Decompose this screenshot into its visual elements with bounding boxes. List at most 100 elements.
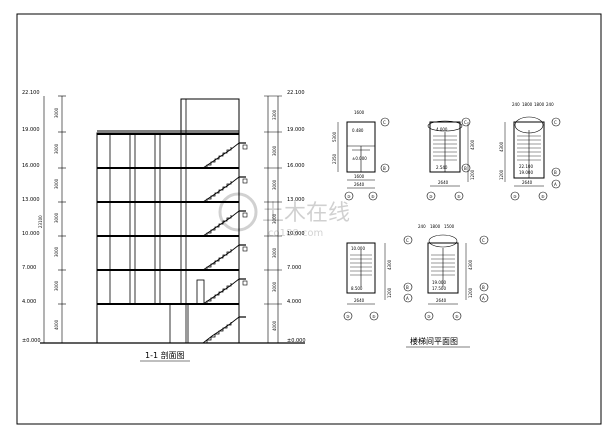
left-level-5: 10.000 [22, 231, 40, 237]
left-level-labels: 22.100 19.000 16.000 13.000 10.000 7.000… [22, 90, 41, 344]
left-level-3: 16.000 [22, 163, 40, 169]
plan-1-axis-c: C [383, 120, 386, 125]
plan-3-side-dim: 4300 [499, 141, 504, 152]
plan-3-side-dim2: 1200 [499, 169, 504, 180]
plan-5-dim-bottom: 2640 [436, 298, 447, 303]
right-dimension-chain [264, 95, 282, 344]
left-dim-7: 4000 [54, 319, 59, 330]
left-dim-1: 3000 [54, 107, 59, 118]
section-drawing [40, 98, 305, 344]
plan-3-axis-b: B [554, 170, 557, 175]
right-level-4: 13.000 [287, 197, 305, 203]
left-dim-6: 3000 [54, 280, 59, 291]
plan-3-dim-top-4: 240 [546, 102, 554, 107]
left-dim-2: 3000 [54, 143, 59, 154]
floor-slabs [97, 133, 239, 305]
plan-5-side-dim2: 1200 [468, 287, 473, 298]
watermark-sub: co188.com [268, 228, 323, 239]
left-dim-3: 3000 [54, 178, 59, 189]
right-level-2: 19.000 [287, 127, 305, 133]
plan-2-dim-bottom: 2640 [438, 180, 449, 185]
plan-5-axis-3: ③ [427, 314, 431, 319]
plan-3-dim-top-1: 240 [512, 102, 520, 107]
plan-4-axis-a: A [406, 296, 409, 301]
plan-2-axis-b: B [464, 166, 467, 171]
plan-3-axis-c: C [554, 120, 557, 125]
plan-1-level2: ±0.000 [352, 156, 367, 161]
plan-5-axis-a: A [482, 296, 485, 301]
right-dim-7: 4000 [272, 320, 277, 331]
plan-5-dim-top-1: 240 [418, 224, 426, 229]
plan-1-axis-5: ⑤ [371, 194, 375, 199]
plan-2-axis-c: C [464, 120, 467, 125]
plan-3-dim-bottom: 2640 [522, 180, 533, 185]
plan-1-dim-bottom2: 2640 [354, 182, 365, 187]
plan-2-axis-3: ③ [429, 194, 433, 199]
left-dim-4: 3000 [54, 212, 59, 223]
stair-plans: 0.480 ±0.000 5300 2350 1600 2640 1600 ③ … [332, 102, 561, 348]
plan-2-level2: 2.540 [436, 165, 448, 170]
plan-1: 0.480 ±0.000 5300 2350 1600 2640 1600 ③ … [332, 110, 390, 201]
right-dim-6: 3000 [272, 281, 277, 292]
plan-4-axis-c: C [406, 238, 409, 243]
plan-3-level: 22.100 [519, 164, 533, 169]
plan-5-level: 19.000 [432, 280, 446, 285]
plan-1-side-dim: 5300 [332, 131, 337, 142]
plan-2-level: 4.000 [436, 127, 448, 132]
left-total-dim: 23100 [38, 215, 43, 228]
left-level-2: 19.000 [22, 127, 40, 133]
watermark-text: 土木在线 [262, 201, 350, 226]
plan-1-dim-top: 1600 [354, 110, 365, 115]
left-level-1: 22.100 [22, 90, 40, 96]
plan-2: 4.000 2.540 4300 1200 2640 ③ ⑤ C B [426, 117, 475, 201]
left-level-6: 7.000 [22, 265, 36, 271]
plan-3-dim-top-3: 1800 [534, 102, 545, 107]
right-level-3: 16.000 [287, 163, 305, 169]
plan-5: 19.000 17.500 240 1800 1500 4300 1200 26… [418, 224, 489, 321]
plan-3-level2: 19.000 [519, 170, 533, 175]
plan-5-dim-top-3: 1500 [444, 224, 455, 229]
plan-4-level: 10.000 [351, 246, 365, 251]
plan-4-side-dim: 4300 [387, 259, 392, 270]
right-level-7: 4.000 [287, 299, 301, 305]
plan-1-axis-b: B [383, 166, 386, 171]
right-level-labels: 22.100 19.000 16.000 13.000 10.000 7.000… [287, 90, 306, 344]
plan-1-axis-3: ③ [347, 194, 351, 199]
left-level-8: ±0.000 [22, 338, 41, 344]
left-dim-5: 3000 [54, 246, 59, 257]
plan-4-dim-bottom: 2640 [354, 298, 365, 303]
plan-4-level2: 8.500 [351, 286, 363, 291]
plan-3-dim-top-2: 1800 [522, 102, 533, 107]
plan-1-dim-bottom: 1600 [354, 174, 365, 179]
plan-5-axis-5: ⑤ [455, 314, 459, 319]
plan-3-axis-5: ⑤ [541, 194, 545, 199]
plan-4: 10.000 8.500 4300 1200 2640 ③ ⑤ C B A [343, 235, 413, 321]
plan-1-level: 0.480 [352, 128, 364, 133]
left-dimension-chain [43, 95, 66, 344]
right-dim-3: 3000 [272, 179, 277, 190]
drawing-frame [16, 13, 602, 425]
plan-5-dim-top-2: 1800 [430, 224, 441, 229]
plan-1-side-dim2: 2350 [332, 153, 337, 164]
right-dim-2: 3000 [272, 145, 277, 156]
right-dimension-values: 3300 3000 3000 3000 3000 3000 4000 [272, 109, 277, 331]
plan-2-side-dim: 4300 [470, 139, 475, 150]
right-level-5: 10.000 [287, 231, 305, 237]
plan-3-axis-a: A [554, 182, 557, 187]
plan-3: 22.100 19.000 240 1800 1800 240 4300 120… [499, 102, 561, 201]
plan-5-axis-c: C [482, 238, 485, 243]
right-level-6: 7.000 [287, 265, 301, 271]
plan-4-axis-3: ③ [346, 314, 350, 319]
left-dimension-values: 3000 3000 3000 3000 3000 3000 4000 23100 [38, 107, 59, 330]
plan-5-side-dim: 4300 [468, 259, 473, 270]
section-title: 1-1 剖面图 [145, 350, 185, 360]
plan-5-level2: 17.500 [432, 286, 446, 291]
right-dim-1: 3300 [272, 109, 277, 120]
right-dim-5: 3000 [272, 247, 277, 258]
plan-2-axis-5: ⑤ [457, 194, 461, 199]
right-level-1: 22.100 [287, 90, 305, 96]
plans-title: 楼梯间平面图 [410, 336, 458, 346]
plan-3-axis-3: ③ [513, 194, 517, 199]
plan-5-axis-b: B [482, 285, 485, 290]
